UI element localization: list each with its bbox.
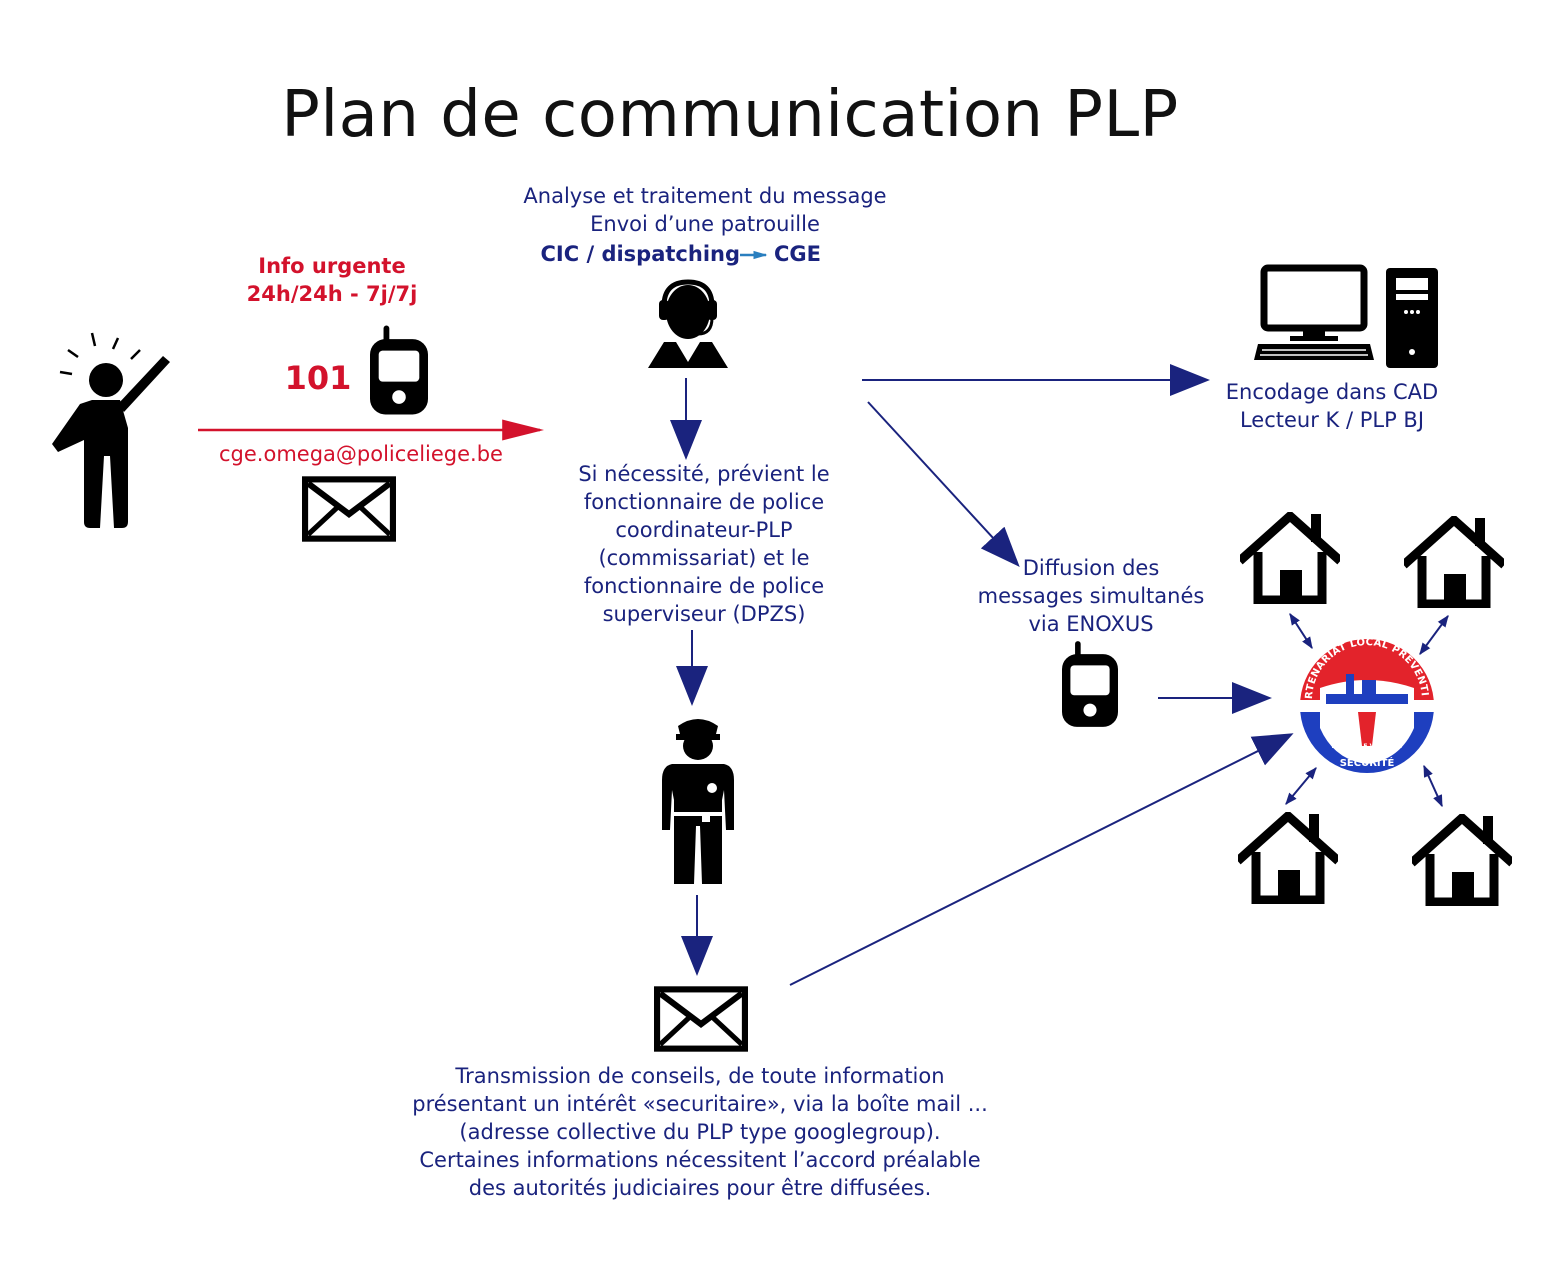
enoxus-phone-icon <box>1062 641 1118 727</box>
house-link <box>1285 767 1317 805</box>
house-icon <box>1407 518 1501 604</box>
page-title: Plan de communication PLP <box>281 78 1179 152</box>
house-icon <box>1243 514 1337 600</box>
house-icon <box>1415 816 1509 902</box>
operator-headset-icon <box>648 279 728 368</box>
urgent-label: Info urgente 24h/24h - 7j/7j <box>232 252 432 308</box>
transmission-line: Certaines informations nécessitent l’acc… <box>419 1148 981 1172</box>
transmission-line: Transmission de conseils, de toute infor… <box>455 1064 945 1088</box>
mobile-phone-icon <box>370 325 428 415</box>
transmission-line: présentant un intérêt «securitaire», via… <box>412 1092 988 1116</box>
encoding-line: Lecteur K / PLP BJ <box>1239 408 1425 432</box>
house-link <box>1289 612 1313 650</box>
bottom-envelope-icon <box>657 989 745 1048</box>
urgent-hours: 24h/24h - 7j/7j <box>246 282 418 306</box>
notify-line: fonctionnaire de police <box>583 490 825 514</box>
dispatch-line1: Analyse et traitement du message <box>523 184 887 208</box>
logo-bottom-text1: ENSEMBLE VEILLONS <box>1332 743 1403 750</box>
notify-line: coordinateur-PLP <box>615 518 793 542</box>
transmission-text: Transmission de conseils, de toute infor… <box>400 1062 1000 1202</box>
dispatch-line2: Envoi d’une patrouille <box>590 212 820 236</box>
dispatch-to: CGE <box>774 242 821 266</box>
notify-line: (commissariat) et le <box>598 546 810 570</box>
envelope-icon <box>305 479 393 538</box>
dispatch-text: Analyse et traitement du message Envoi d… <box>500 182 910 238</box>
house-icon <box>1241 814 1335 900</box>
police-officer-icon <box>662 719 734 884</box>
urgent-email[interactable]: cge.omega@policeliege.be <box>219 442 503 466</box>
diffusion-line: via ENOXUS <box>1028 612 1154 636</box>
notify-text: Si nécessité, prévient le fonctionnaire d… <box>562 460 846 628</box>
arrow-to-diffusion <box>867 401 1020 567</box>
phone-number: 101 <box>284 359 352 397</box>
house-link <box>1423 764 1443 808</box>
person-waving-icon <box>52 332 170 528</box>
dispatch-from: CIC / dispatching <box>540 242 740 266</box>
diffusion-line: Diffusion des <box>1022 556 1160 580</box>
notify-line: Si nécessité, prévient le <box>578 462 830 486</box>
notify-line: superviseur (DPZS) <box>602 602 806 626</box>
encoding-line: Encodage dans CAD <box>1225 380 1439 404</box>
encoding-text: Encodage dans CAD Lecteur K / PLP BJ <box>1212 378 1452 434</box>
diffusion-text: Diffusion des messages simultanés via ENOX… <box>970 554 1212 638</box>
arrow-mail-to-logo <box>789 733 1294 986</box>
transmission-line: (adresse collective du PLP type googlegr… <box>459 1120 941 1144</box>
house-link <box>1419 615 1449 655</box>
notify-line: fonctionnaire de police <box>583 574 825 598</box>
logo-bottom-text3: SÉCURITÉ <box>1340 756 1395 769</box>
diffusion-line: messages simultanés <box>977 584 1205 608</box>
urgent-title: Info urgente <box>258 254 406 278</box>
transmission-line: des autorités judiciaires pour être diff… <box>468 1176 932 1200</box>
computer-icon <box>1254 264 1438 368</box>
logo-bottom-text2: À NOTRE <box>1355 750 1380 757</box>
